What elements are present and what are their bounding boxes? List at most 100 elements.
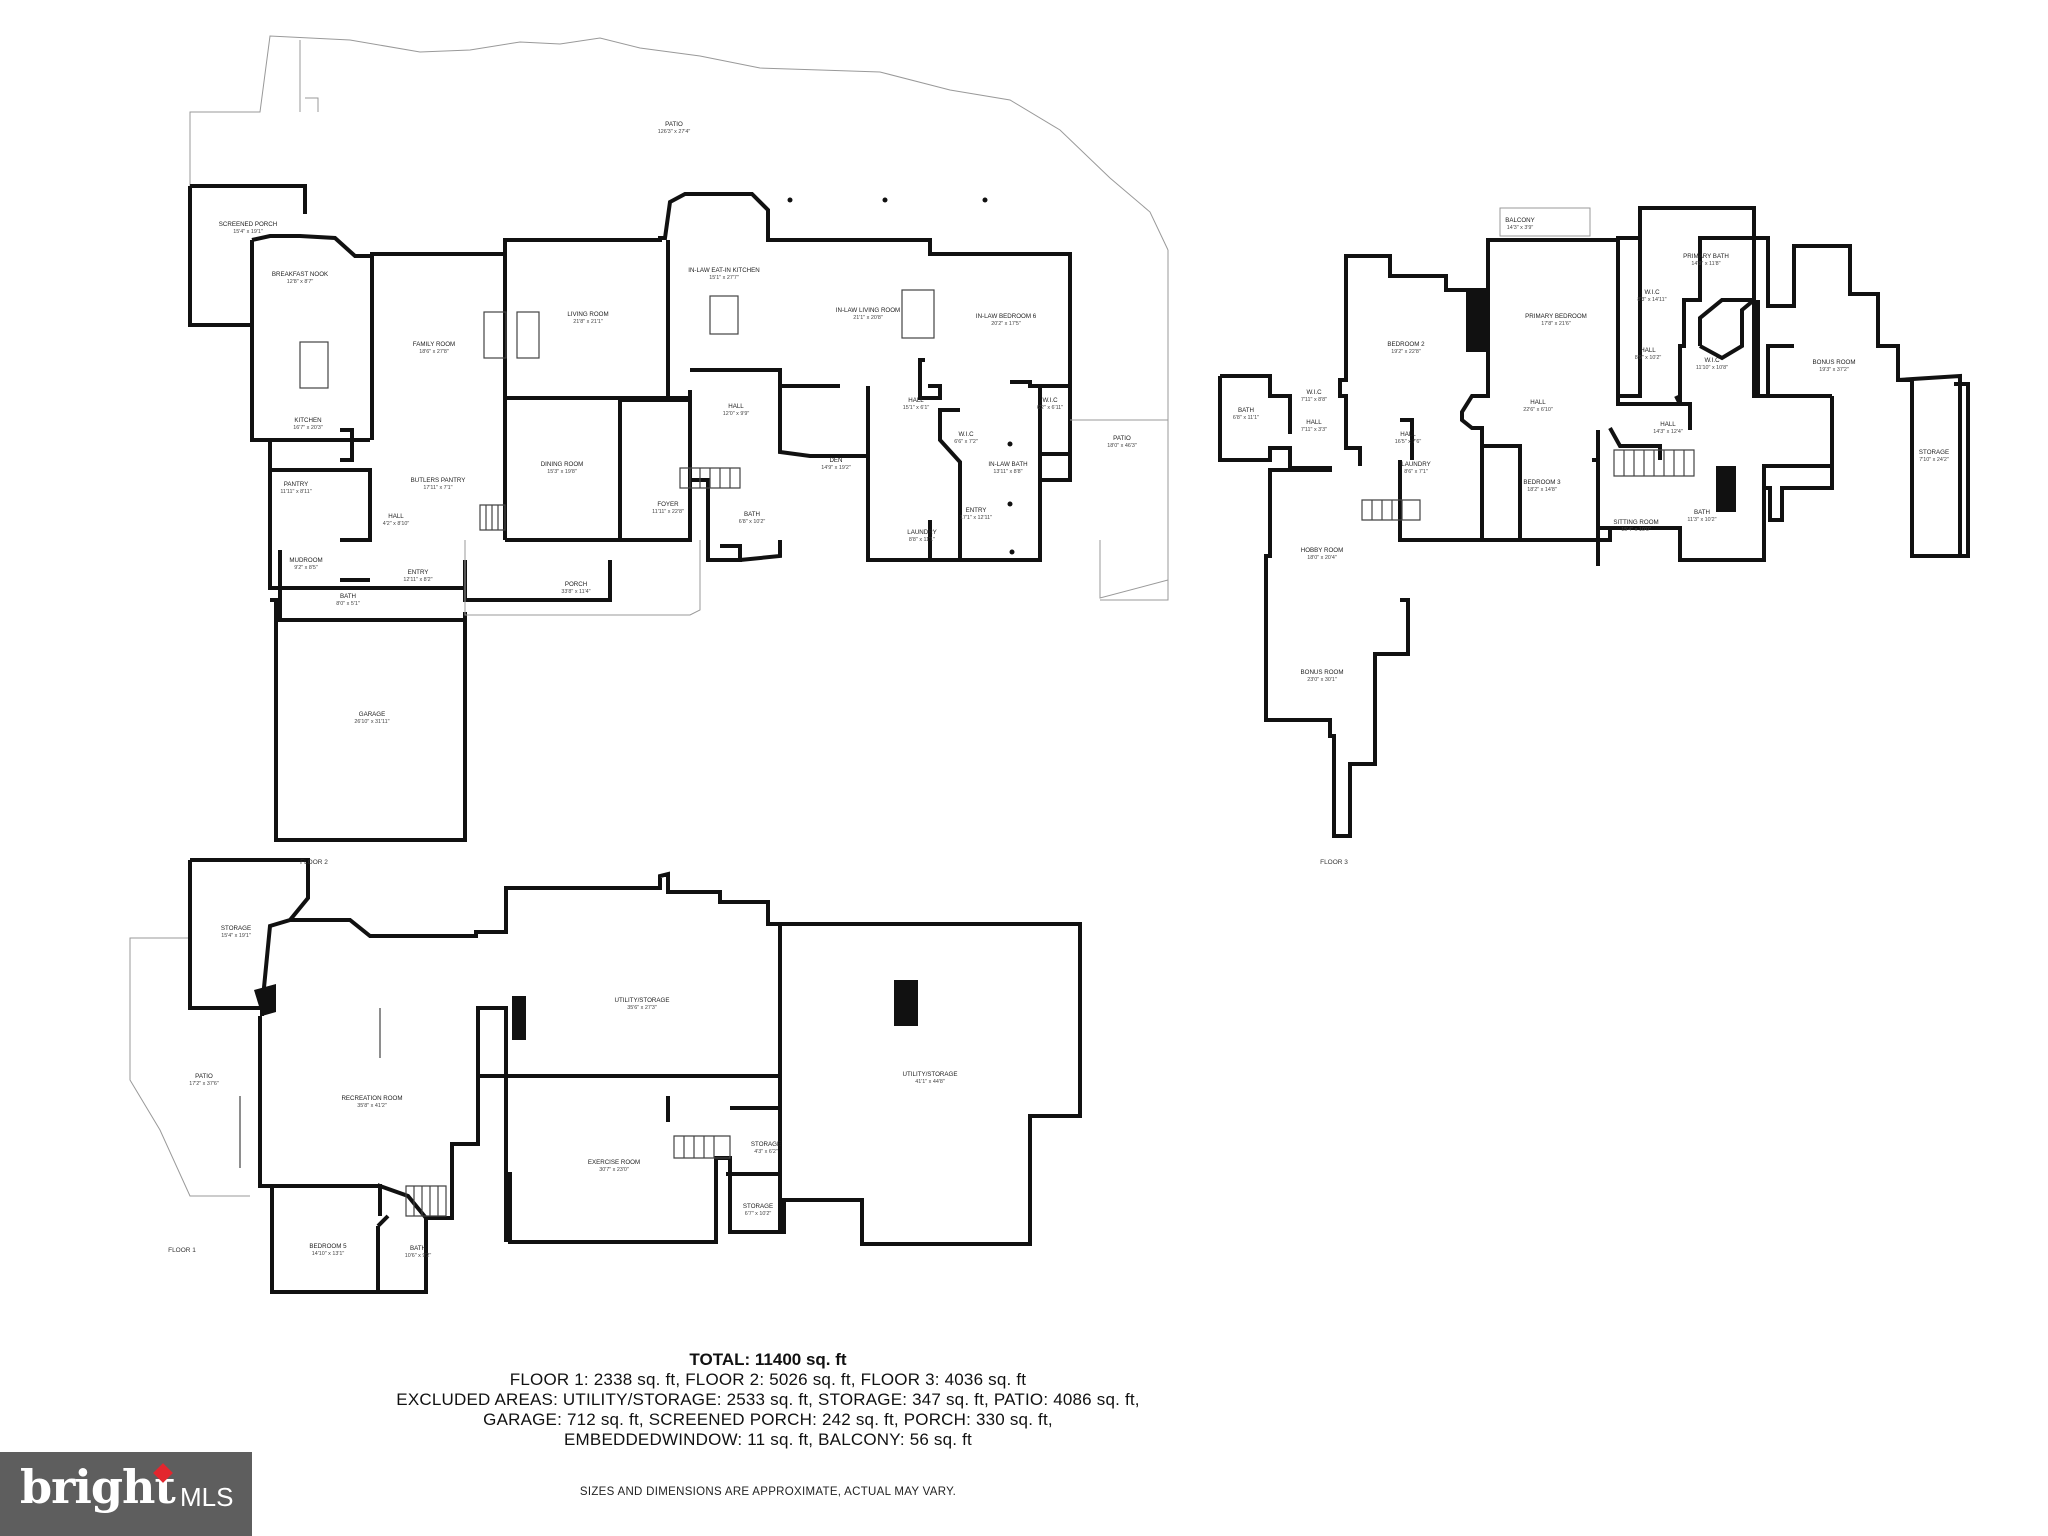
room-bedroom3-dims: 18'2" x 14'8" [1527,487,1557,493]
room-storage-f3-dims: 7'10" x 24'2" [1919,457,1949,463]
room-patio-f2b-dims: 18'0" x 46'3" [1107,443,1137,449]
room-laundry-f2-dims: 8'8" x 11'1" [909,537,935,543]
room-bedroom5-dims: 14'10" x 13'1" [312,1251,345,1257]
room-utility-storage-a-dims: 35'6" x 27'3" [627,1005,657,1011]
room-breakfast-nook-dims: 12'8" x 8'7" [287,279,314,285]
room-wic-b: W.I.C [1042,397,1058,404]
room-living-room: LIVING ROOM [567,311,608,318]
room-balcony: BALCONY [1505,217,1535,224]
floor-2-plan [188,35,1169,842]
room-kitchen-dims: 16'7" x 20'3" [293,425,323,431]
room-exercise-room-dims: 30'7" x 23'0" [599,1167,629,1173]
room-entry-b-dims: 12'11" x 8'2" [403,577,432,583]
room-bedroom3: BEDROOM 3 [1523,479,1561,486]
room-den-dims: 14'9" x 19'2" [821,465,851,471]
room-recreation-room-dims: 35'8" x 41'2" [357,1103,387,1109]
room-bath-f3b-dims: 11'3" x 10'2" [1687,517,1716,523]
room-bath-f3a-dims: 6'8" x 11'1" [1233,415,1259,421]
room-patio-f1-dims: 17'2" x 37'6" [189,1081,219,1087]
room-butlers-pantry-dims: 17'11" x 7'1" [423,485,452,491]
room-bath-f3a: BATH [1238,407,1254,414]
room-hall-c-dims: 4'2" x 8'10" [383,521,410,527]
logo-suffix: MLS [180,1482,234,1512]
room-wic-e-dims: 7'11" x 8'8" [1301,397,1327,403]
room-bath-f2a-dims: 6'8" x 10'2" [739,519,766,525]
room-storage-f1b: STORAGE [751,1141,781,1148]
floor-3-plan [1218,206,1970,838]
room-breakfast-nook: BREAKFAST NOOK [272,271,329,278]
room-storage-f1a: STORAGE [221,925,251,932]
floor-areas-line: FLOOR 1: 2338 sq. ft, FLOOR 2: 5026 sq. … [509,1370,1027,1389]
room-primary-bedroom: PRIMARY BEDROOM [1525,313,1587,320]
bright-mls-logo: bright MLS [0,1452,252,1536]
room-wic-b-dims: 6'2" x 6'11" [1037,405,1063,411]
excluded-areas-line-2: GARAGE: 712 sq. ft, SCREENED PORCH: 242 … [483,1410,1053,1429]
room-entry-a-dims: 17'1" x 12'11" [960,515,992,521]
room-dining-room-dims: 15'3" x 19'8" [547,469,577,475]
room-exercise-room: EXERCISE ROOM [588,1159,640,1166]
room-inlaw-living-room: IN-LAW LIVING ROOM [836,307,900,314]
room-wic-e: W.I.C [1306,389,1322,396]
logo-word: bright [20,1460,176,1514]
room-entry-a: ENTRY [966,507,987,514]
room-pantry: PANTRY [284,481,309,488]
room-hall-b: HALL [908,397,924,404]
room-inlaw-bedroom6-dims: 20'2" x 17'5" [991,321,1021,327]
room-hall-h: HALL [1660,421,1676,428]
room-primary-bedroom-dims: 17'8" x 21'6" [1541,321,1571,327]
room-balcony-dims: 14'3" x 3'9" [1507,225,1534,231]
total-area: TOTAL: 11400 sq. ft [689,1350,847,1369]
room-inlaw-bath-dims: 13'11" x 8'8" [993,469,1022,475]
room-laundry-f2: LAUNDRY [907,529,936,536]
room-patio-f2-dims: 126'3" x 27'4" [658,129,691,135]
room-storage-f1b-dims: 4'3" x 6'2" [754,1149,778,1155]
room-utility-storage-b: UTILITY/STORAGE [903,1071,958,1078]
room-bonus-room-a: BONUS ROOM [1813,359,1856,366]
room-kitchen: KITCHEN [294,417,321,424]
room-utility-storage-b-dims: 41'1" x 44'8" [915,1079,945,1085]
room-bonus-room-a-dims: 19'3" x 37'2" [1819,367,1849,373]
room-inlaw-living-room-dims: 21'1" x 20'8" [853,315,883,321]
room-patio-f2: PATIO [665,121,683,128]
room-hobby-room: HOBBY ROOM [1301,547,1344,554]
room-inlaw-eatin-kitchen-dims: 15'1" x 27'7" [709,275,739,281]
room-hall-a-dims: 12'0" x 9'9" [723,411,750,417]
room-foyer-dims: 11'11" x 22'8" [652,509,684,515]
room-bedroom2-dims: 19'2" x 22'8" [1391,349,1421,355]
room-dining-room: DINING ROOM [541,461,584,468]
room-storage-f1c: STORAGE [743,1203,773,1210]
room-primary-bath: PRIMARY BATH [1683,253,1729,260]
room-bath-f1: BATH [410,1245,426,1252]
room-garage: GARAGE [359,711,385,718]
room-foyer: FOYER [657,501,679,508]
room-utility-storage-a: UTILITY/STORAGE [615,997,670,1004]
room-bath-f2b-dims: 8'0" x 5'1" [336,601,360,607]
room-hobby-room-dims: 18'0" x 20'4" [1307,555,1337,561]
room-hall-d: HALL [1640,347,1656,354]
room-storage-f1a-dims: 15'4" x 19'1" [221,933,251,939]
room-hall-h-dims: 14'3" x 12'4" [1653,429,1683,435]
room-bedroom2: BEDROOM 2 [1387,341,1425,348]
room-wic-d-dims: 11'10" x 10'8" [1696,365,1728,371]
room-wic-c-dims: 8'3" x 14'11" [1637,297,1666,303]
room-butlers-pantry: BUTLERS PANTRY [411,477,466,484]
room-bath-f3b: BATH [1694,509,1710,516]
room-hall-a: HALL [728,403,744,410]
room-mudroom: MUDROOM [289,557,322,564]
room-porch-dims: 33'8" x 11'4" [561,589,590,595]
room-bedroom5: BEDROOM 5 [309,1243,347,1250]
floor-1-plan [129,858,1082,1294]
room-sitting-room: SITTING ROOM [1613,519,1658,526]
room-inlaw-eatin-kitchen: IN-LAW EAT-IN KITCHEN [688,267,760,274]
room-garage-dims: 26'10" x 31'11" [354,719,389,725]
room-hall-g-dims: 22'6" x 6'10" [1523,407,1553,413]
room-screened-porch-dims: 15'4" x 19'1" [233,229,263,235]
room-hall-f-dims: 16'5" x 7'6" [1395,439,1422,445]
room-pantry-dims: 11'11" x 8'11" [280,489,311,495]
room-living-room-dims: 21'8" x 21'1" [573,319,603,325]
room-hall-f: HALL [1400,431,1416,438]
room-hall-c: HALL [388,513,404,520]
room-wic-d: W.I.C [1704,357,1720,364]
room-primary-bath-dims: 14'8" x 11'8" [1691,261,1720,267]
